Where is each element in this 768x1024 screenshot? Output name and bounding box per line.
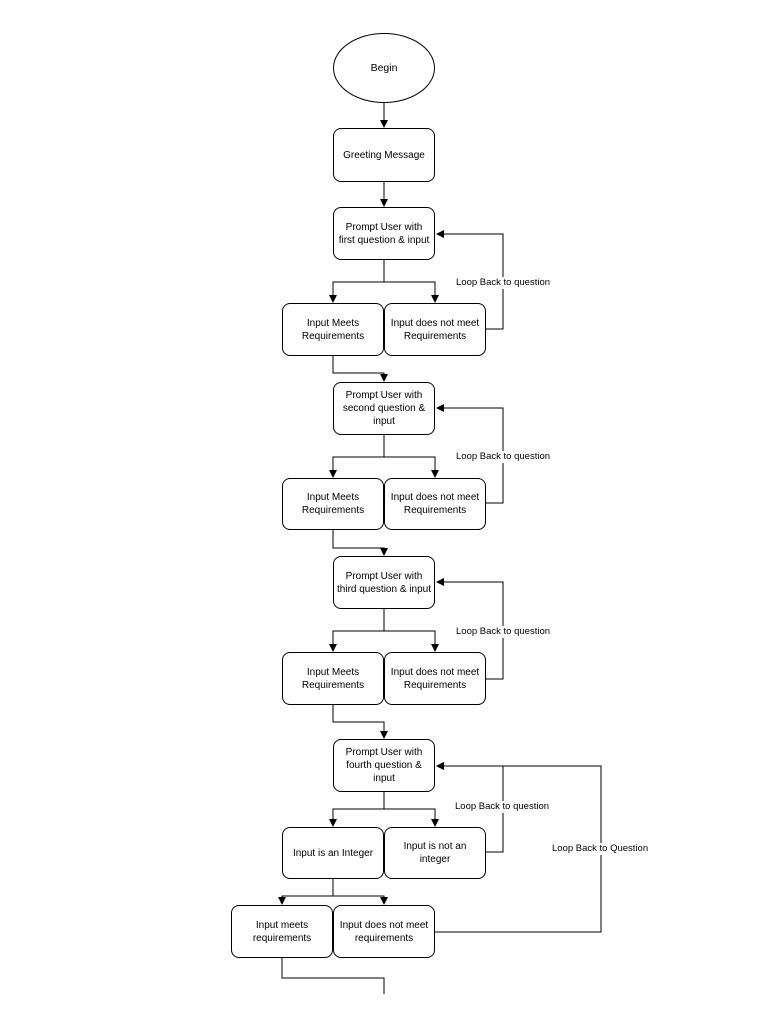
q2-meets-label: Input Meets Requirements [301, 492, 365, 516]
begin-node: Begin [333, 33, 435, 103]
greeting-node: Greeting Message [333, 128, 435, 182]
q1-meets-label: Input Meets Requirements [301, 317, 365, 342]
q3-prompt-label: Prompt User with third question & input [337, 570, 431, 595]
begin-label: Begin [370, 61, 398, 74]
q4-not-integer-node: Input is not an integer [384, 827, 486, 879]
edge-q2-split-right [384, 456, 439, 478]
loop-label-q4-requirements: Loop Back to Question [552, 843, 649, 855]
q4-meets-node: Input meets requirements [231, 905, 333, 958]
q3-meets-label: Input Meets Requirements [301, 666, 365, 691]
q3-prompt-node: Prompt User with third question & input [333, 556, 435, 609]
q4-integer-node: Input is an Integer [282, 827, 384, 879]
q2-not-meet-node: Input does not meet Requirements [384, 478, 486, 530]
loop-label-q1: Loop Back to question [456, 277, 551, 289]
q3-not-meet-label: Input does not meet Requirements [390, 666, 480, 691]
q2-not-meet-label: Input does not meet Requirements [390, 492, 480, 516]
edge-q1-split [329, 260, 385, 303]
edge-q3-split [329, 609, 385, 652]
q2-prompt-node: Prompt User with second question & input [333, 382, 435, 435]
edge-q2-split [329, 435, 385, 478]
q4-prompt-label: Prompt User with fourth question & input [345, 747, 423, 784]
loop-label-q2: Loop Back to question [456, 451, 551, 463]
q1-prompt-label: Prompt User with first question & input [338, 221, 430, 246]
q4-integer-label: Input is an Integer [292, 847, 374, 859]
q1-not-meet-node: Input does not meet Requirements [384, 303, 486, 356]
q4-not-integer-label: Input is not an integer [403, 841, 467, 865]
edge-q4-integer-split [278, 879, 334, 905]
q1-meets-node: Input Meets Requirements [282, 303, 384, 356]
edge-q1-split-right [384, 281, 439, 303]
edge-q4-meets-continue [281, 958, 385, 994]
greeting-label: Greeting Message [343, 149, 425, 161]
q2-meets-node: Input Meets Requirements [282, 478, 384, 530]
edge-q3-split-right [384, 630, 439, 652]
q3-meets-node: Input Meets Requirements [282, 652, 384, 705]
q3-not-meet-node: Input does not meet Requirements [384, 652, 486, 705]
loop-label-q3: Loop Back to question [456, 626, 551, 638]
edge-q2-meets-q3 [332, 530, 388, 556]
edge-q4-integer-split-right [333, 895, 388, 905]
edge-q4-split-right [384, 808, 439, 827]
q1-not-meet-label: Input does not meet Requirements [390, 317, 480, 342]
q2-prompt-label: Prompt User with second question & input [342, 390, 426, 427]
q4-not-meet-label: Input does not meet requirements [339, 919, 429, 944]
edge-q1-meets-q2 [332, 356, 388, 382]
edge-q3-meets-q4 [332, 705, 388, 739]
q1-prompt-node: Prompt User with first question & input [333, 207, 435, 260]
q4-prompt-node: Prompt User with fourth question & input [333, 739, 435, 792]
q4-not-meet-node: Input does not meet requirements [333, 905, 435, 958]
edge-q4-split [329, 792, 385, 827]
q4-meets-label: Input meets requirements [252, 919, 312, 944]
loop-label-q4-integer: Loop Back to question [455, 801, 550, 813]
